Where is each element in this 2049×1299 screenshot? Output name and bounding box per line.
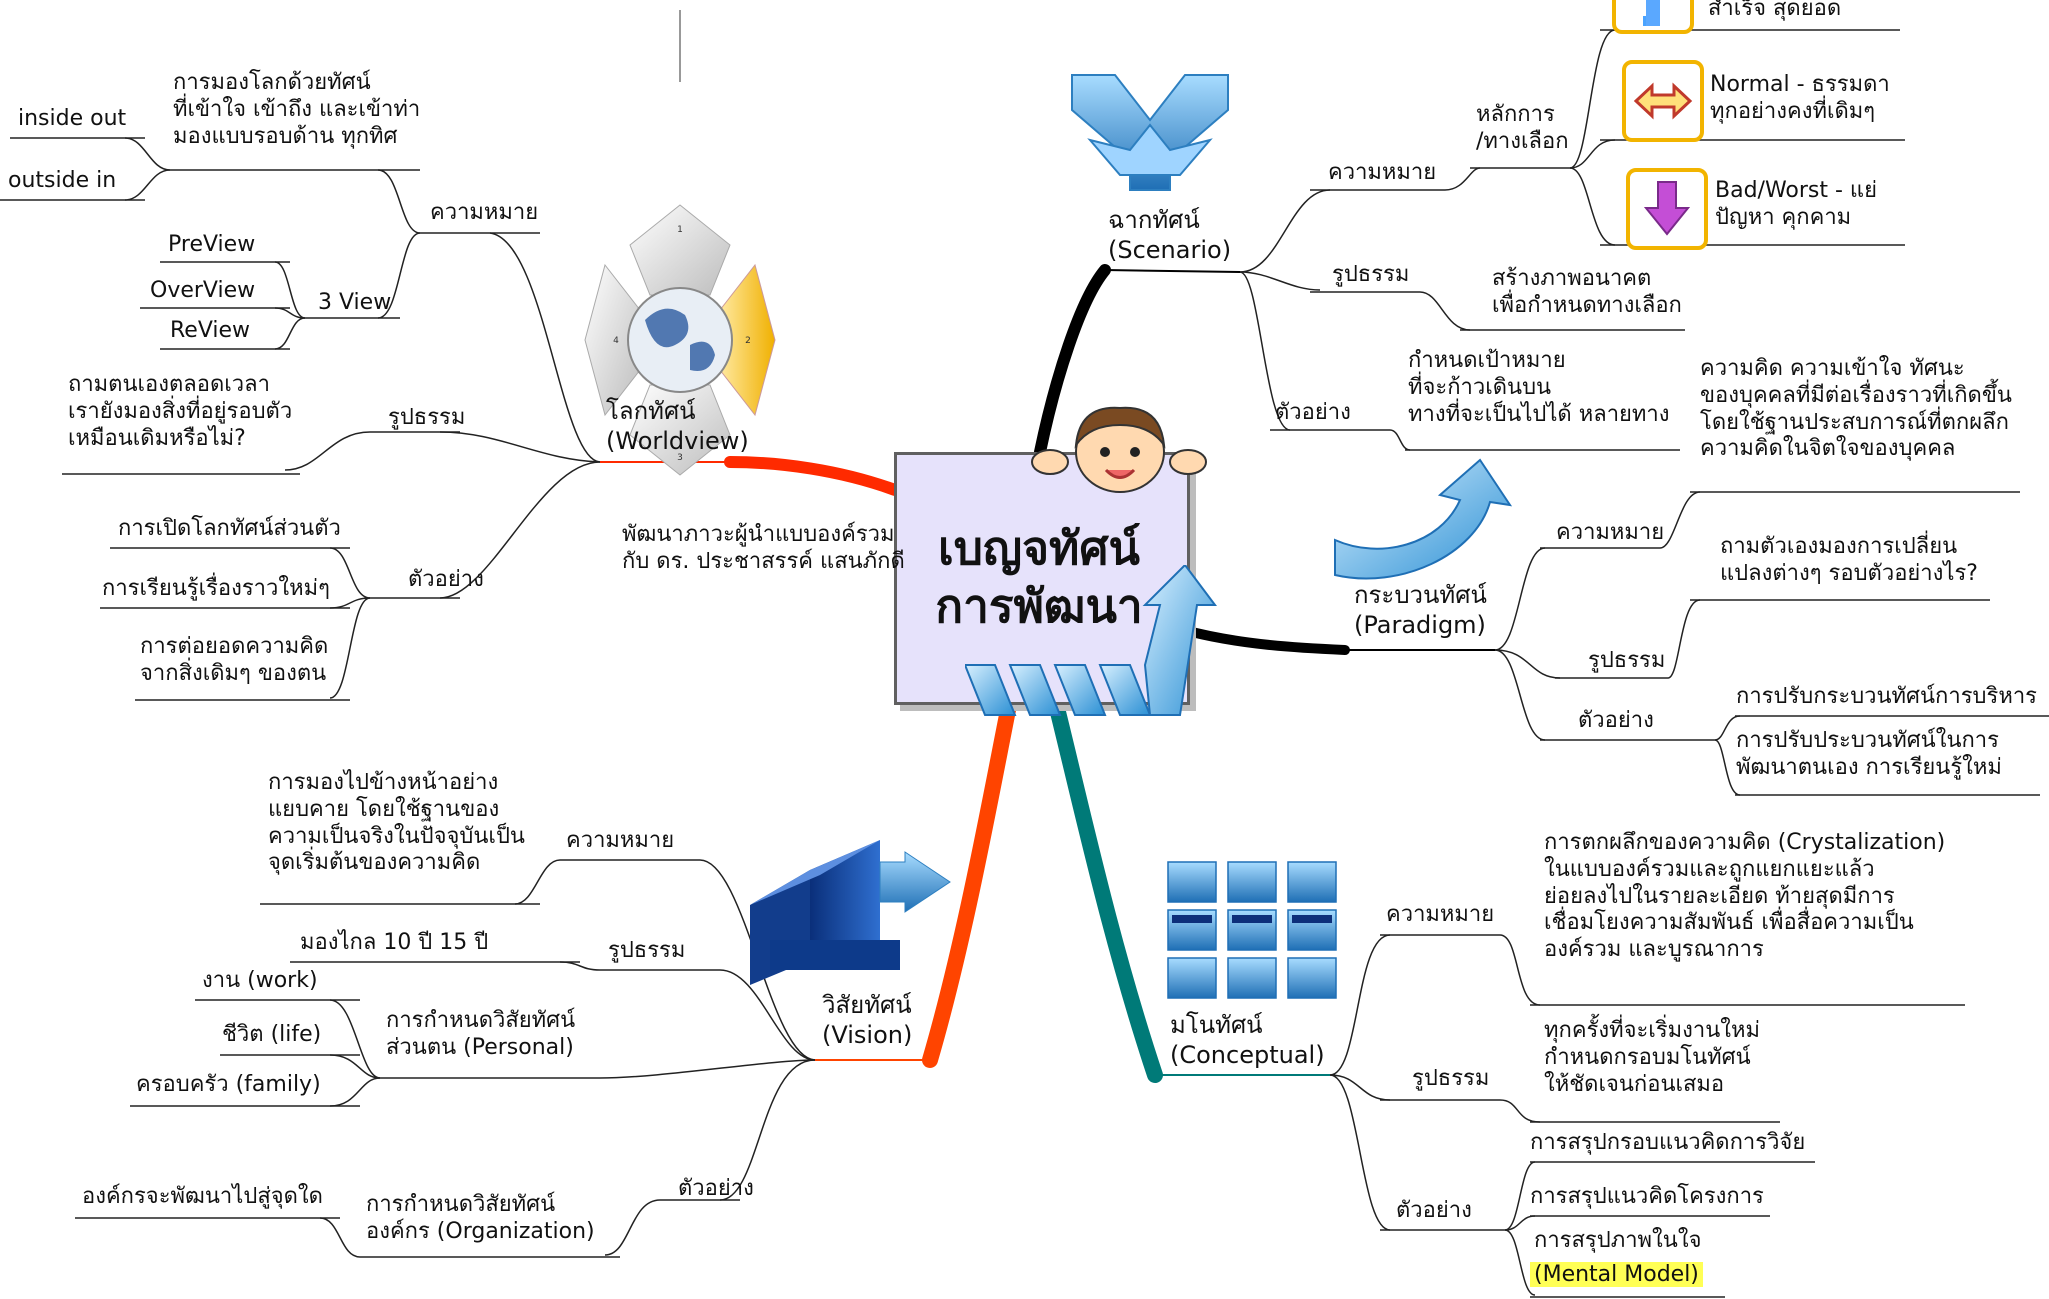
vision-org-label[interactable]: การกำหนดวิสัยทัศน์ องค์กร (Organization) (366, 1192, 595, 1244)
mental-model-highlight: (Mental Model) (1530, 1262, 1703, 1287)
paradigm-meaning-label[interactable]: ความหมาย (1556, 520, 1665, 545)
vision-form-text[interactable]: มองไกล 10 ปี 15 ปี (300, 930, 489, 955)
paradigm-example-label[interactable]: ตัวอย่าง (1578, 708, 1654, 733)
scenario-meaning-label[interactable]: ความหมาย (1328, 160, 1437, 185)
worldview-meaning-label[interactable]: ความหมาย (430, 200, 539, 225)
vision-org-text[interactable]: องค์กรจะพัฒนาไปสู่จุดใด (82, 1184, 323, 1209)
conceptual-connectors (1329, 934, 1965, 1298)
scenario-form-text[interactable]: สร้างภาพอนาคต เพื่อกำหนดทางเลือก (1492, 266, 1682, 318)
vision-life-label[interactable]: ชีวิต (life) (222, 1022, 322, 1047)
worldview-title[interactable]: โลกทัศน์ (Worldview) (606, 397, 749, 455)
outside-in-label[interactable]: outside in (8, 168, 117, 193)
overview-label[interactable]: OverView (150, 278, 256, 303)
scenario-example-label[interactable]: ตัวอย่าง (1275, 400, 1351, 425)
worldview-meaning-text[interactable]: การมองโลกด้วยทัศน์ ที่เข้าใจ เข้าถึง และ… (173, 70, 421, 149)
scenario-good-text[interactable]: สำเร็จ สุดยอด (1708, 0, 1842, 21)
scenario-example-text[interactable]: กำหนดเป้าหมาย ที่จะก้าวเดินบน ทางที่จะเป… (1408, 348, 1670, 427)
conceptual-title[interactable]: มโนทัศน์ (Conceptual) (1170, 1011, 1325, 1069)
vision-form-label[interactable]: รูปธรรม (608, 938, 686, 963)
down-arrow-icon (1626, 168, 1708, 250)
vision-connectors (75, 859, 816, 1258)
center-title: เบญจทัศน์ การพัฒนา (935, 521, 1143, 633)
paradigm-form-text[interactable]: ถามตัวเองมองการเปลี่ยน แปลงต่างๆ รอบตัวอ… (1720, 534, 1978, 586)
paradigm-title[interactable]: กระบวนทัศน์ (Paradigm) (1354, 581, 1487, 639)
worldview-form-text[interactable]: ถามตนเองตลอดเวลา เรายังมองสิ่งที่อยู่รอบ… (68, 372, 293, 451)
globe-number-1: 1 (677, 225, 683, 235)
vision-example-label[interactable]: ตัวอย่าง (678, 1176, 754, 1201)
rising-arrow-icon (965, 565, 1217, 716)
preview-label[interactable]: PreView (168, 232, 256, 257)
worldview-branch (724, 456, 901, 496)
curved-arrow-icon (1334, 458, 1513, 580)
worldview-example-label[interactable]: ตัวอย่าง (408, 567, 484, 592)
vision-title[interactable]: วิสัยทัศน์ (Vision) (822, 991, 913, 1049)
scenario-connectors (1239, 29, 1905, 451)
vision-branch (922, 692, 1018, 1068)
paradigm-connectors (1494, 491, 2049, 796)
conceptual-example-2[interactable]: การสรุปแนวคิดโครงการ (1530, 1184, 1764, 1209)
vision-personal-label[interactable]: การกำหนดวิสัยทัศน์ ส่วนตน (Personal) (386, 1008, 576, 1060)
split-arrows-icon (1071, 74, 1229, 191)
conceptual-form-label[interactable]: รูปธรรม (1412, 1066, 1490, 1091)
conceptual-example-1[interactable]: การสรุปกรอบแนวคิดการวิจัย (1530, 1130, 1806, 1155)
scenario-bad-text[interactable]: Bad/Worst - แย่ ปัญหา คุกคาม (1715, 178, 1878, 230)
boy-character-icon (1031, 406, 1207, 493)
scenario-branch (1034, 264, 1111, 458)
vision-family-label[interactable]: ครอบครัว (family) (136, 1072, 321, 1097)
scenario-title[interactable]: ฉากทัศน์ (Scenario) (1108, 206, 1232, 264)
worldview-example-3[interactable]: การต่อยอดความคิด จากสิ่งเดิมๆ ของตน (140, 634, 329, 686)
paradigm-example-2[interactable]: การปรับประบวนทัศน์ในการ พัฒนาตนเอง การเร… (1736, 728, 2002, 780)
scenario-normal-text[interactable]: Normal - ธรรมดา ทุกอย่างคงที่เดิมๆ (1710, 72, 1890, 124)
conceptual-meaning-text[interactable]: การตกผลึกของความคิด (Crystalization) ในแ… (1544, 830, 1946, 963)
vision-cube-arrow-icon (750, 840, 951, 985)
vision-meaning-text[interactable]: การมองไปข้างหน้าอย่าง แยบคาย โดยใช้ฐานขอ… (268, 770, 525, 876)
conceptual-form-text[interactable]: ทุกครั้งที่จะเริ่มงานใหม่ กำหนดกรอบมโนทั… (1544, 1018, 1761, 1097)
three-view-label[interactable]: 3 View (318, 290, 392, 315)
conceptual-example-3[interactable]: การสรุปภาพในใจ (1534, 1228, 1702, 1253)
conceptual-branch (1047, 692, 1163, 1083)
globe-compass-icon: 1 2 3 4 (584, 204, 776, 476)
scenario-form-label[interactable]: รูปธรรม (1332, 262, 1410, 287)
paradigm-branch (1179, 625, 1350, 655)
globe-number-3: 3 (677, 453, 683, 463)
worldview-connectors (0, 137, 601, 701)
worldview-form-label[interactable]: รูปธรรม (388, 405, 466, 430)
paradigm-example-1[interactable]: การปรับกระบวนทัศน์การบริหาร (1736, 684, 2037, 709)
conceptual-example-label[interactable]: ตัวอย่าง (1396, 1198, 1472, 1223)
paradigm-form-label[interactable]: รูปธรรม (1588, 648, 1666, 673)
review-label[interactable]: ReView (170, 318, 251, 343)
double-arrow-icon (1622, 60, 1704, 142)
globe-number-2: 2 (745, 336, 751, 346)
scenario-principle-label[interactable]: หลักการ /ทางเลือก (1476, 102, 1569, 154)
up-arrow-icon (1612, 0, 1694, 34)
conceptual-meaning-label[interactable]: ความหมาย (1386, 902, 1495, 927)
conceptual-example-3-highlight[interactable]: (Mental Model) (1530, 1262, 1703, 1289)
globe-number-4: 4 (613, 336, 619, 346)
vision-meaning-label[interactable]: ความหมาย (566, 828, 675, 853)
inside-out-label[interactable]: inside out (18, 106, 127, 131)
grid-arrows-icon (1167, 861, 1337, 999)
paradigm-meaning-text[interactable]: ความคิด ความเข้าใจ ทัศนะ ของบุคคลที่มีต่… (1700, 356, 2012, 462)
vision-work-label[interactable]: งาน (work) (202, 968, 318, 993)
scenario-branch-underline (1104, 269, 1241, 273)
worldview-example-1[interactable]: การเปิดโลกทัศน์ส่วนตัว (118, 516, 341, 541)
worldview-example-2[interactable]: การเรียนรู้เรื่องราวใหม่ๆ (102, 576, 330, 601)
center-subtitle: พัฒนาภาวะผู้นำแบบองค์รวม กับ ดร. ประชาสร… (622, 522, 905, 574)
